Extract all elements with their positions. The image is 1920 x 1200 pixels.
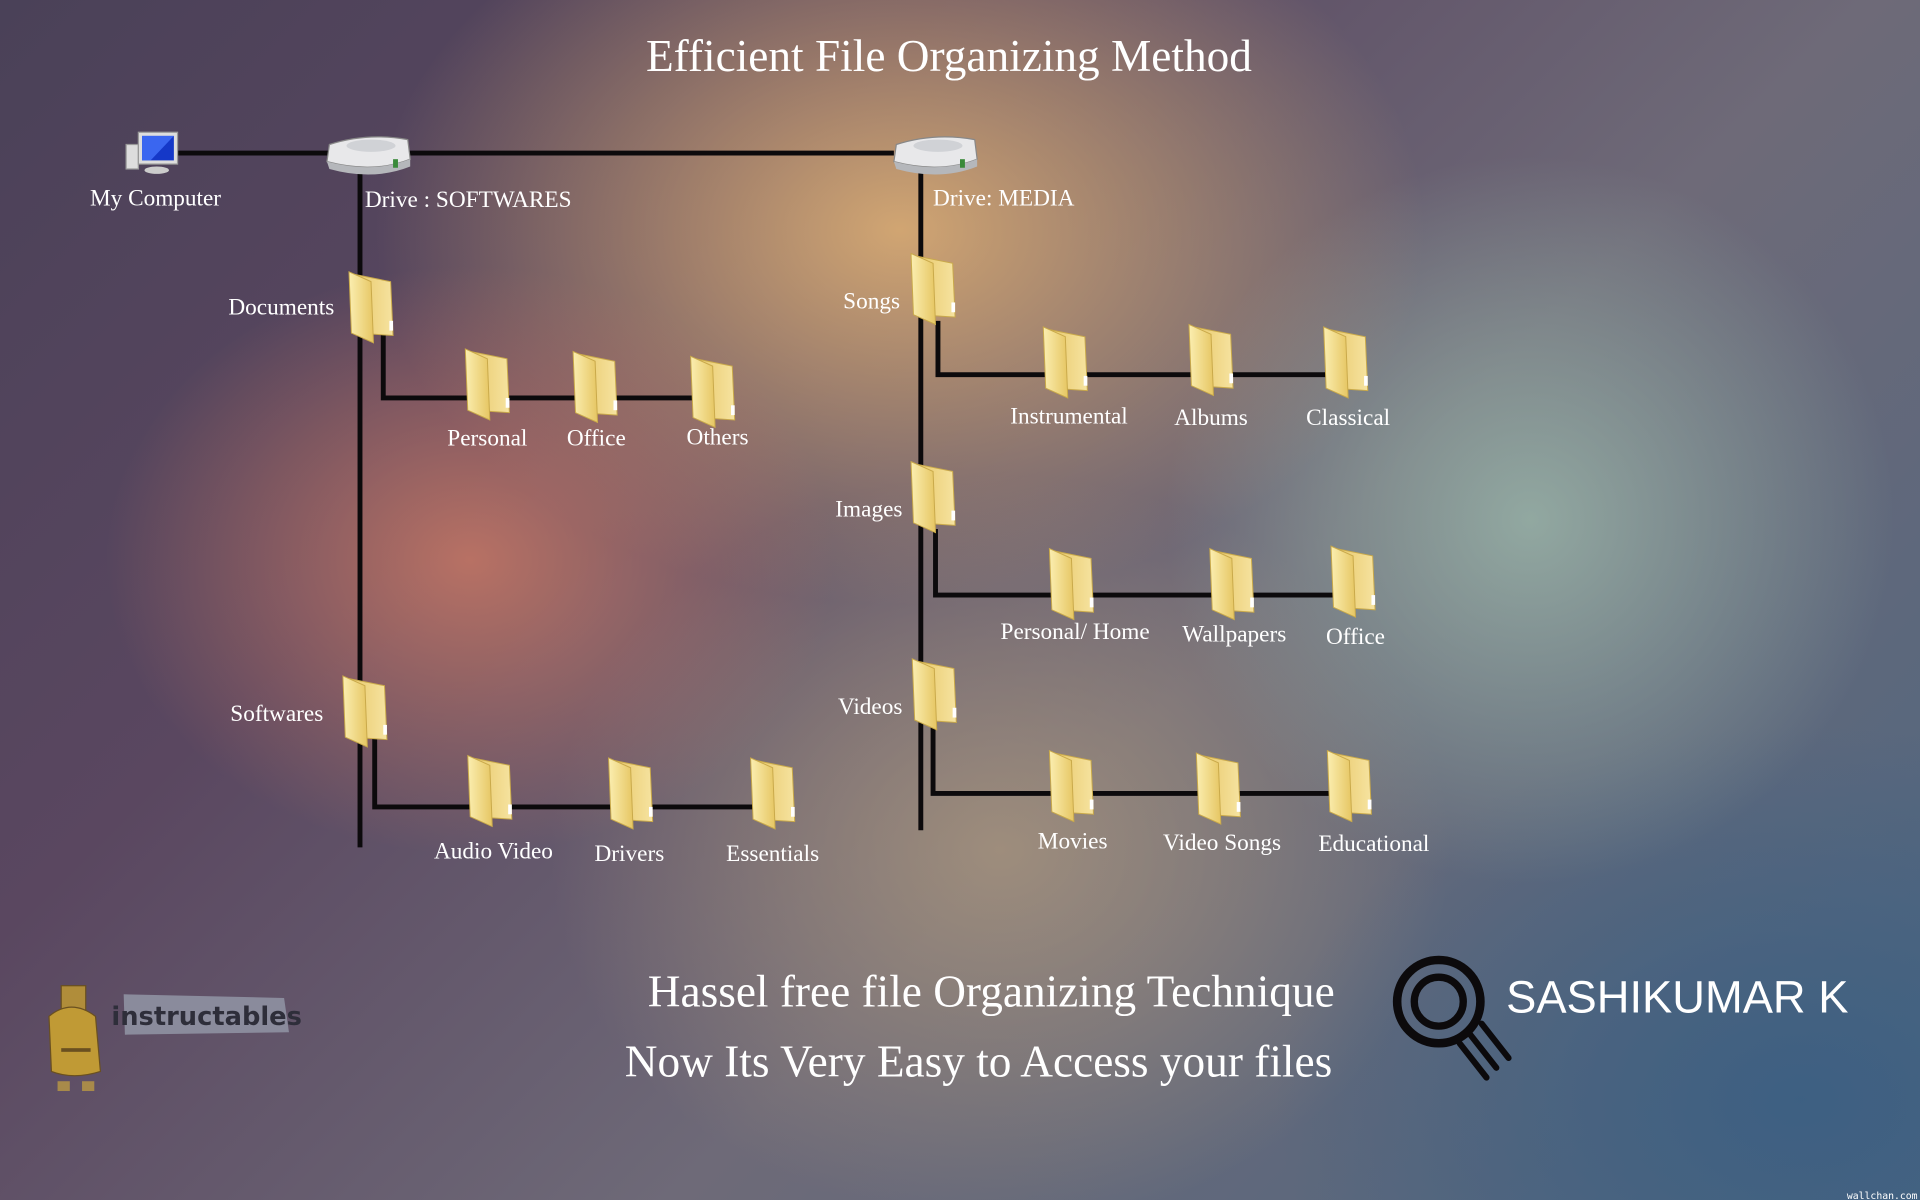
folder-icon[interactable]: [1042, 326, 1088, 399]
folder-label: Songs: [843, 289, 900, 315]
footer-line-2: Now Its Very Easy to Access your files: [625, 1036, 1332, 1086]
folder-label: Albums: [1174, 405, 1248, 431]
folder-label: Drivers: [595, 841, 665, 867]
folder-icon[interactable]: [1326, 749, 1373, 823]
folder-label: Classical: [1306, 405, 1390, 431]
footer-line-1: Hassel free file Organizing Technique: [648, 967, 1335, 1017]
watermark: wallchan.com: [1847, 1191, 1918, 1200]
folder-icon[interactable]: [689, 355, 736, 428]
magnifier-icon: [1392, 955, 1512, 1081]
folder-label: Personal/ Home: [1001, 619, 1150, 645]
folder-label: Office: [1326, 624, 1385, 650]
folder-icon[interactable]: [1323, 326, 1369, 399]
folder-label: Softwares: [230, 701, 323, 727]
folder-icon[interactable]: [464, 348, 511, 421]
drive-label: Drive: MEDIA: [933, 186, 1075, 212]
folder-icon[interactable]: [607, 757, 654, 830]
folder-icon[interactable]: [911, 658, 957, 731]
folder-icon[interactable]: [1209, 547, 1255, 621]
folder-label: Movies: [1038, 829, 1108, 855]
folder-label: Images: [835, 497, 902, 523]
folder-label: Educational: [1318, 831, 1429, 857]
folder-icon[interactable]: [749, 757, 796, 830]
hard-drive-icon[interactable]: [326, 136, 411, 176]
folder-label: Others: [687, 424, 749, 450]
folder-icon[interactable]: [1330, 545, 1376, 618]
instructables-logo[interactable]: instructables: [48, 985, 302, 1092]
computer-icon[interactable]: [125, 131, 179, 174]
connector-lines: [177, 150, 1366, 848]
folder-icon[interactable]: [910, 461, 956, 534]
folder-label: Audio Video: [434, 838, 553, 864]
robot-icon: [48, 985, 102, 1092]
folder-label: Personal: [447, 426, 527, 452]
folder-icon[interactable]: [910, 252, 956, 326]
folder-icon[interactable]: [467, 754, 513, 828]
folder-label: Wallpapers: [1182, 622, 1286, 648]
logo-text: instructables: [111, 1002, 301, 1032]
folder-label: Essentials: [726, 841, 819, 867]
folder-icon[interactable]: [1048, 749, 1095, 823]
hard-drive-icon[interactable]: [893, 136, 978, 176]
author-name: SASHIKUMAR K: [1506, 972, 1848, 1023]
folder-icon[interactable]: [1188, 323, 1234, 397]
folder-icon[interactable]: [348, 271, 394, 344]
folder-label: Videos: [838, 694, 902, 720]
diagram-title: Efficient File Organizing Method: [646, 31, 1252, 81]
folder-icon[interactable]: [572, 350, 618, 424]
drive-label: Drive : SOFTWARES: [365, 187, 572, 213]
folder-label: Documents: [228, 295, 334, 321]
computer-label: My Computer: [90, 186, 221, 212]
folder-icon[interactable]: [342, 675, 388, 748]
folder-icon[interactable]: [1048, 547, 1095, 621]
folder-icon[interactable]: [1195, 752, 1242, 825]
folder-label: Instrumental: [1010, 404, 1128, 430]
folder-label: Office: [567, 426, 626, 452]
folder-label: Video Songs: [1163, 830, 1281, 856]
